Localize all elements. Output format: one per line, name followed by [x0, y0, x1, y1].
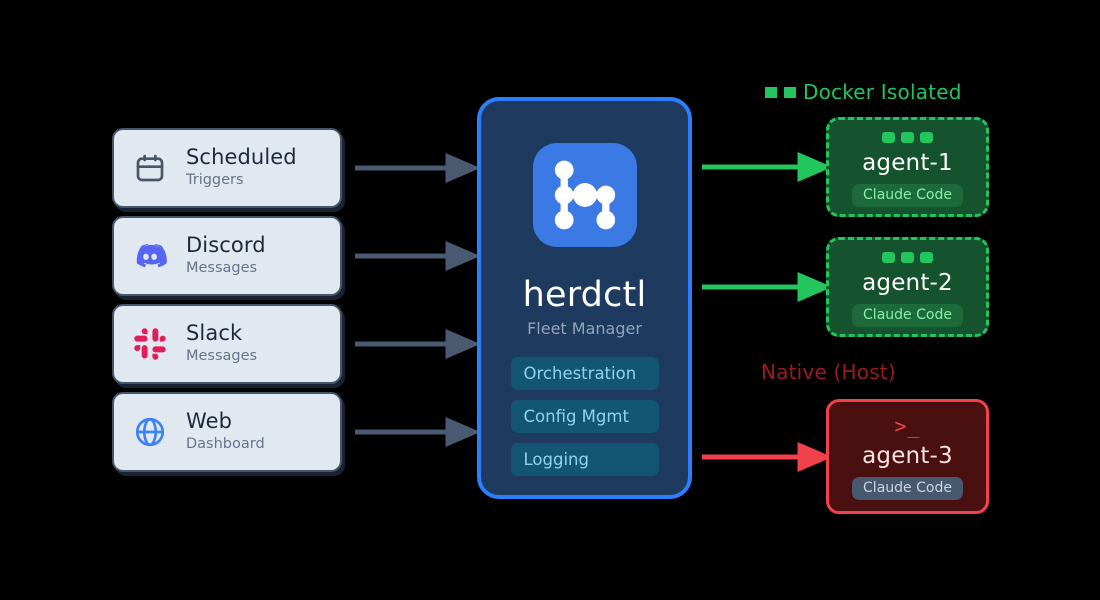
source-card-scheduled[interactable]: Scheduled Triggers [112, 128, 342, 208]
hub-capability-list: Orchestration Config Mgmt Logging [510, 357, 659, 476]
source-subtitle: Messages [186, 259, 258, 276]
agent-badge: Claude Code [852, 304, 963, 327]
source-subtitle: Dashboard [186, 435, 265, 452]
capability-pill-config-mgmt[interactable]: Config Mgmt [510, 400, 659, 433]
calendar-icon [132, 150, 168, 186]
capability-pill-logging[interactable]: Logging [510, 443, 659, 476]
square-icon [765, 86, 777, 98]
herdctl-hub-panel[interactable]: herdctl Fleet Manager Orchestration Conf… [477, 97, 692, 499]
hub-title: herdctl [522, 275, 647, 315]
three-squares-icon [882, 132, 933, 143]
discord-icon [132, 238, 168, 274]
agent-name: agent-2 [862, 270, 953, 296]
input-arrows [355, 153, 481, 447]
source-card-slack[interactable]: Slack Messages [112, 304, 342, 384]
zone-label-docker: Docker Isolated [765, 80, 962, 104]
globe-icon [132, 414, 168, 450]
source-title: Web [186, 409, 233, 434]
zone-label-text: Docker Isolated [803, 80, 962, 104]
source-subtitle: Messages [186, 347, 258, 364]
source-title: Scheduled [186, 145, 297, 170]
docker-arrows [702, 152, 833, 302]
agent-name: agent-1 [862, 150, 953, 176]
source-card-discord[interactable]: Discord Messages [112, 216, 342, 296]
agent-box-agent-2[interactable]: agent-2 Claude Code [826, 237, 989, 337]
source-title: Discord [186, 233, 266, 258]
agent-box-agent-3[interactable]: >_ agent-3 Claude Code [826, 399, 989, 514]
slack-icon [132, 326, 168, 362]
agent-badge: Claude Code [852, 184, 963, 207]
agent-badge: Claude Code [852, 477, 963, 500]
square-icon [784, 86, 796, 98]
three-squares-icon [882, 252, 933, 263]
agent-box-agent-1[interactable]: agent-1 Claude Code [826, 117, 989, 217]
capability-pill-orchestration[interactable]: Orchestration [510, 357, 659, 390]
hub-subtitle: Fleet Manager [527, 319, 642, 338]
source-subtitle: Triggers [186, 171, 244, 188]
terminal-prompt-icon: >_ [894, 414, 921, 438]
zone-label-native: Native (Host) [761, 360, 896, 384]
source-card-web[interactable]: Web Dashboard [112, 392, 342, 472]
source-title: Slack [186, 321, 243, 346]
agent-name: agent-3 [862, 443, 953, 469]
node-graph-icon [532, 143, 637, 247]
